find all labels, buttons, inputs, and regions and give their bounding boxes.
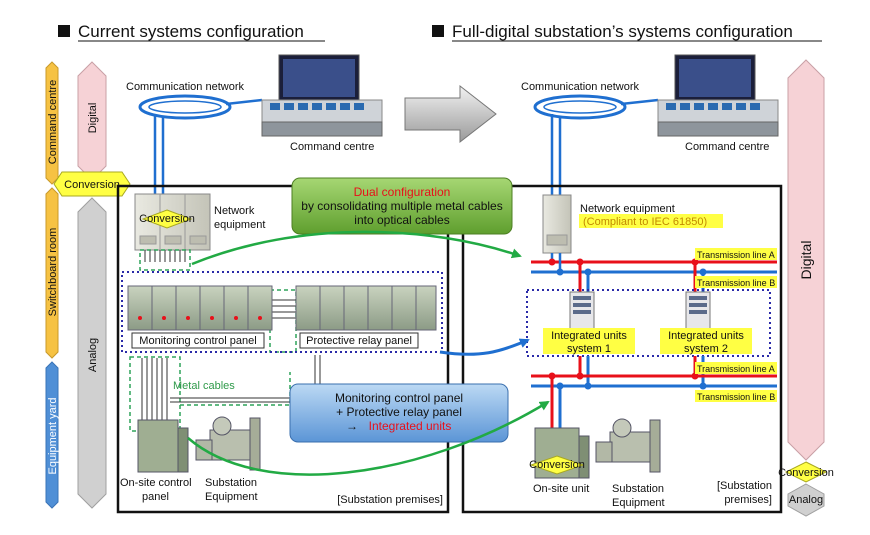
left-panels-region xyxy=(121,271,443,353)
left-command-area: Communication network Command centre xyxy=(126,54,383,195)
label-integrated-units-2-a: Integrated units xyxy=(668,330,744,342)
label-protective-relay-panel: Protective relay panel xyxy=(306,335,412,347)
label-switchboard-room: Switchboard room xyxy=(47,228,59,317)
label-substation-equipment-1: Substation xyxy=(205,477,257,489)
transition-arrow-icon xyxy=(404,84,497,144)
label-dual-title: Dual configuration xyxy=(354,185,451,199)
label-transmission-line-b-lower: Transmission line B xyxy=(697,392,775,402)
label-right-premises-2: premises] xyxy=(724,494,772,506)
highlight xyxy=(543,328,635,354)
label-transmission-line-a: Transmission line A xyxy=(697,250,775,260)
label-panel-line3: Integrated units xyxy=(369,419,452,433)
right-integrated-units-region xyxy=(526,289,771,357)
monitoring-control-panel-icon xyxy=(127,285,273,331)
band-command-centre xyxy=(45,61,59,185)
band-analog-right xyxy=(787,483,825,517)
label-box xyxy=(131,332,265,349)
label-command-centre: Command centre xyxy=(290,141,374,153)
label-right-network-equipment: Network equipment xyxy=(580,203,675,215)
label-dual-line1: by consolidating multiple metal cables xyxy=(301,199,502,213)
label-box xyxy=(299,332,419,349)
heading-current: Current systems configuration xyxy=(78,22,304,41)
band-conversion-right xyxy=(784,461,828,483)
substation-equipment-icon xyxy=(195,416,261,471)
highlight xyxy=(660,328,752,354)
label-network-equipment-2: equipment xyxy=(214,219,265,231)
integrated-units-callout: Monitoring control panel + Protective re… xyxy=(289,383,509,443)
label-dual-line2: into optical cables xyxy=(354,213,449,227)
substation-equipment-icon-right xyxy=(595,418,661,473)
dual-configuration-callout: Dual configuration by consolidating mult… xyxy=(291,177,513,235)
label-communication-network-right: Communication network xyxy=(521,81,639,93)
transmission-lines-upper xyxy=(531,253,777,292)
label-command-centre: Command centre xyxy=(47,80,59,164)
command-centre-console-icon xyxy=(261,54,383,137)
label-transmission-line-b: Transmission line B xyxy=(697,278,775,288)
label-integrated-units-2-b: system 2 xyxy=(684,343,728,355)
heading-bullet xyxy=(58,25,70,37)
label-digital: Digital xyxy=(87,103,99,134)
label-panel-line2: + Protective relay panel xyxy=(336,405,462,419)
label-analog-right: Analog xyxy=(789,494,823,506)
label-communication-network: Communication network xyxy=(126,81,244,93)
label-monitoring-control-panel: Monitoring control panel xyxy=(139,335,256,347)
label-analog: Analog xyxy=(87,338,99,372)
label-substation-equipment-2: Equipment xyxy=(205,491,258,503)
heading-full-digital: Full-digital substation’s systems config… xyxy=(452,22,793,41)
label-on-site-unit: On-site unit xyxy=(533,483,589,495)
arrow-onsite-green xyxy=(187,400,550,476)
label-conversion: Conversion xyxy=(64,179,120,191)
label-metal-cables: Metal cables xyxy=(173,380,235,392)
on-site-unit-icon xyxy=(529,427,590,479)
on-site-control-panel-icon xyxy=(137,419,189,473)
label-left-conversion: Conversion xyxy=(139,213,195,225)
label-conversion-right: Conversion xyxy=(778,467,834,479)
label-left-premises: [Substation premises] xyxy=(337,494,443,506)
label-right-premises-1: [Substation xyxy=(717,480,772,492)
highlight xyxy=(695,276,777,288)
highlight xyxy=(695,362,777,374)
band-switchboard-room xyxy=(45,187,59,359)
label-command-centre-right: Command centre xyxy=(685,141,769,153)
label-integrated-units-1-a: Integrated units xyxy=(551,330,627,342)
arrow-panels-blue xyxy=(439,338,530,356)
label-integrated-units-1-b: system 1 xyxy=(567,343,611,355)
sidebar-right: Digital Conversion Analog xyxy=(778,59,834,517)
right-command-area: Communication network Command centre xyxy=(521,54,779,196)
highlight xyxy=(695,248,777,260)
left-substation-premises-box xyxy=(116,184,450,514)
left-network-equipment-icon xyxy=(134,193,211,251)
heading-bullet xyxy=(432,25,444,37)
highlight xyxy=(695,390,777,402)
label-digital-right: Digital xyxy=(798,241,814,280)
sidebar-left: Command centre Switchboard room Equipmen… xyxy=(45,61,131,509)
label-right-conversion: Conversion xyxy=(529,459,585,471)
label-iec: (Compliant to IEC 61850) xyxy=(583,216,707,228)
transmission-lines-lower xyxy=(531,356,777,430)
band-equipment-yard xyxy=(45,361,59,509)
label-transmission-line-a-lower: Transmission line A xyxy=(697,364,775,374)
arrow-network-green xyxy=(191,230,522,266)
label-on-site-control-panel-1: On-site control xyxy=(120,477,192,489)
command-centre-console-icon xyxy=(657,54,779,137)
highlight xyxy=(579,214,723,228)
label-substation-equipment-right-2: Equipment xyxy=(612,497,665,509)
label-panel-line1: Monitoring control panel xyxy=(335,391,463,405)
conversion-badge xyxy=(141,209,193,229)
label-substation-equipment-right-1: Substation xyxy=(612,483,664,495)
band-conversion xyxy=(53,171,131,197)
network-ring-icon xyxy=(533,94,627,120)
right-network-equipment-icon xyxy=(542,194,572,254)
label-network-equipment-1: Network xyxy=(214,205,255,217)
label-panel-arrow: → xyxy=(346,419,358,433)
band-analog xyxy=(77,197,107,509)
label-on-site-control-panel-2: panel xyxy=(142,491,169,503)
protective-relay-panel-icon xyxy=(295,285,437,331)
label-equipment-yard: Equipment yard xyxy=(47,397,59,474)
right-substation-premises-box xyxy=(461,184,783,514)
band-digital-right xyxy=(787,59,825,461)
network-ring-icon xyxy=(138,94,232,120)
